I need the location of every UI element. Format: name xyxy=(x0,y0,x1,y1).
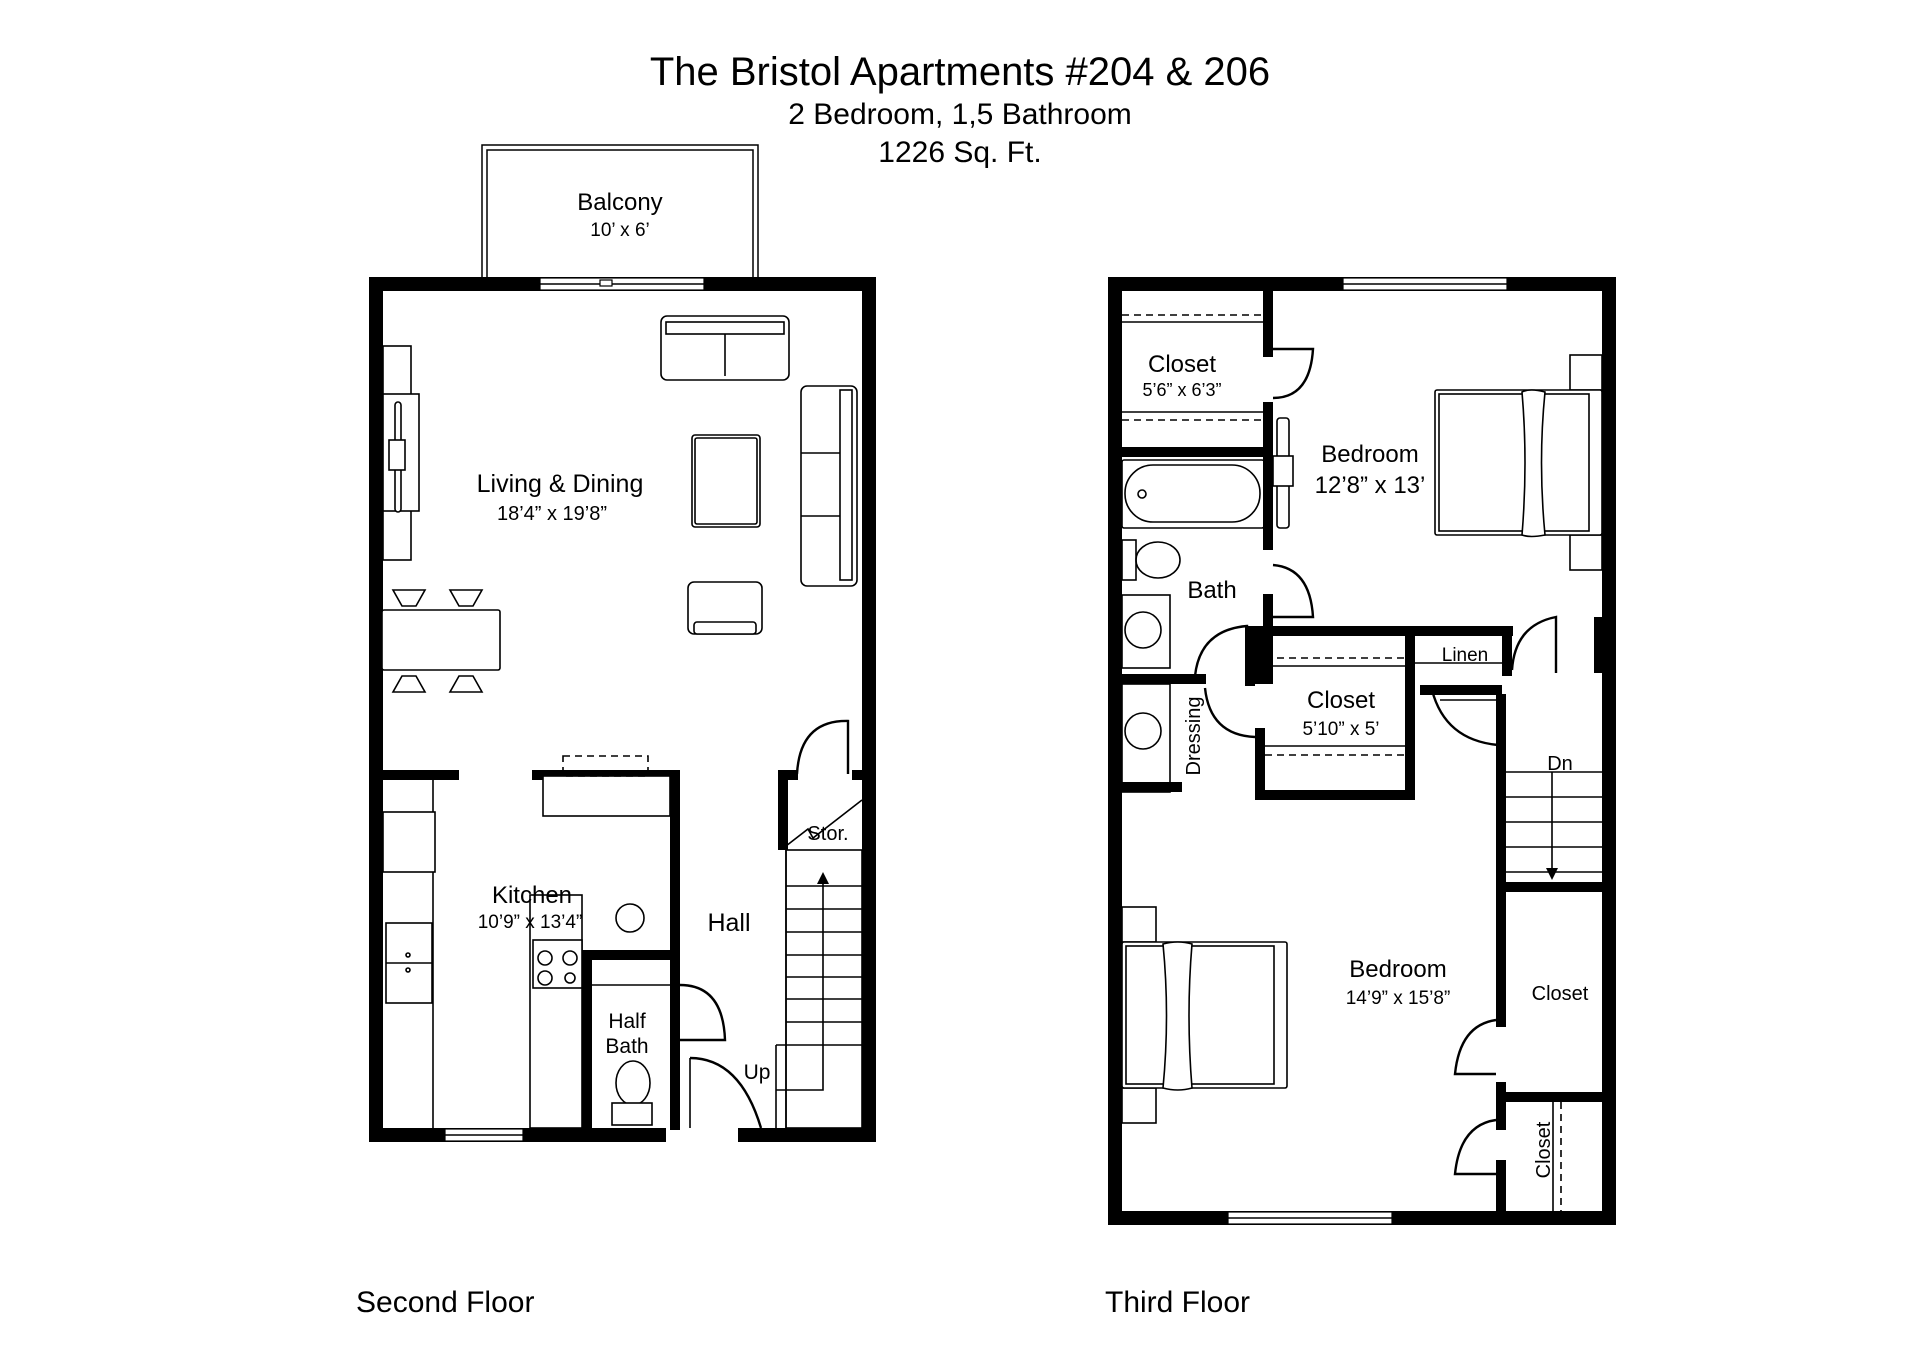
arrow-down-icon xyxy=(1546,868,1558,880)
closet-door[interactable] xyxy=(1203,687,1256,739)
third-floor-plan: Closet 5’6” x 6’3” Bedroom 12’8” x 13’ B… xyxy=(1108,277,1616,1225)
linen-label: Linen xyxy=(1442,645,1489,666)
storage-door[interactable] xyxy=(795,719,850,775)
plan-area: 1226 Sq. Ft. xyxy=(878,136,1042,169)
bedroom-door[interactable] xyxy=(1510,615,1558,673)
closet-door[interactable] xyxy=(1453,1118,1497,1176)
closet-door[interactable] xyxy=(1272,347,1315,400)
tv-console xyxy=(382,345,420,561)
closet-door[interactable] xyxy=(1453,1018,1497,1076)
bed xyxy=(1434,354,1603,571)
fridge xyxy=(382,811,436,873)
second-floor-label: Second Floor xyxy=(356,1286,535,1319)
staircase-up xyxy=(775,799,863,1129)
sectional-sofa xyxy=(800,385,858,587)
linen-door[interactable] xyxy=(1430,689,1499,747)
stairs-up-label: Up xyxy=(744,1061,771,1084)
half-bath-label-2: Bath xyxy=(605,1035,648,1058)
closet-top-size: 5’6” x 6’3” xyxy=(1142,380,1221,400)
stairs-down-label: Dn xyxy=(1547,753,1573,775)
closet-right-label: Closet xyxy=(1532,983,1589,1005)
sliding-door xyxy=(539,277,705,291)
third-floor-label: Third Floor xyxy=(1105,1286,1251,1319)
dressing-door[interactable] xyxy=(1193,624,1249,677)
second-floor-plan: Balcony 10’ x 6’ Living & Dining 18’4” x… xyxy=(369,144,876,1142)
entry-door[interactable] xyxy=(689,1056,763,1129)
bedroom-top-label: Bedroom xyxy=(1321,441,1418,468)
toilet xyxy=(615,1060,651,1106)
bed xyxy=(1121,906,1288,1124)
bedroom-bottom-label: Bedroom xyxy=(1349,956,1446,983)
kitchen-counter xyxy=(382,755,671,1129)
closet-mid-size: 5’10” x 5’ xyxy=(1302,719,1379,740)
closet-top-label: Closet xyxy=(1148,351,1216,378)
bath-door[interactable] xyxy=(1272,563,1315,619)
storage-label: Stor. xyxy=(807,823,848,845)
arrow-up-icon xyxy=(817,872,829,884)
half-bath-label-1: Half xyxy=(608,1010,646,1033)
dressing-sink xyxy=(1124,712,1162,750)
bath-label: Bath xyxy=(1187,577,1236,604)
bath-sink xyxy=(1124,611,1162,649)
bedroom-top-size: 12’8” x 13’ xyxy=(1315,472,1426,499)
armchair xyxy=(687,581,763,635)
dressing-label: Dressing xyxy=(1183,697,1205,776)
dining-table xyxy=(381,589,501,693)
half-bath-door[interactable] xyxy=(679,983,727,1042)
closet-small-label: Closet xyxy=(1533,1121,1555,1178)
bedroom-bottom-size: 14’9” x 15’8” xyxy=(1346,988,1451,1009)
staircase-down xyxy=(1496,771,1612,892)
bath-sink xyxy=(615,903,645,933)
plan-subtitle: 2 Bedroom, 1,5 Bathroom xyxy=(788,98,1132,131)
living-label: Living & Dining xyxy=(477,470,644,498)
balcony-label: Balcony xyxy=(577,189,662,216)
toilet xyxy=(1135,541,1181,579)
kitchen-label: Kitchen xyxy=(492,882,572,909)
living-size: 18’4” x 19’8” xyxy=(497,503,607,525)
bathtub xyxy=(1121,459,1265,529)
kitchen-size: 10’9” x 13’4” xyxy=(478,912,583,933)
hall-label: Hall xyxy=(707,909,750,937)
coffee-table xyxy=(691,434,761,528)
closet-mid-label: Closet xyxy=(1307,687,1375,714)
sofa xyxy=(660,315,790,381)
balcony-size: 10’ x 6’ xyxy=(590,220,650,241)
stove xyxy=(532,939,583,989)
plan-title: The Bristol Apartments #204 & 206 xyxy=(649,50,1271,94)
